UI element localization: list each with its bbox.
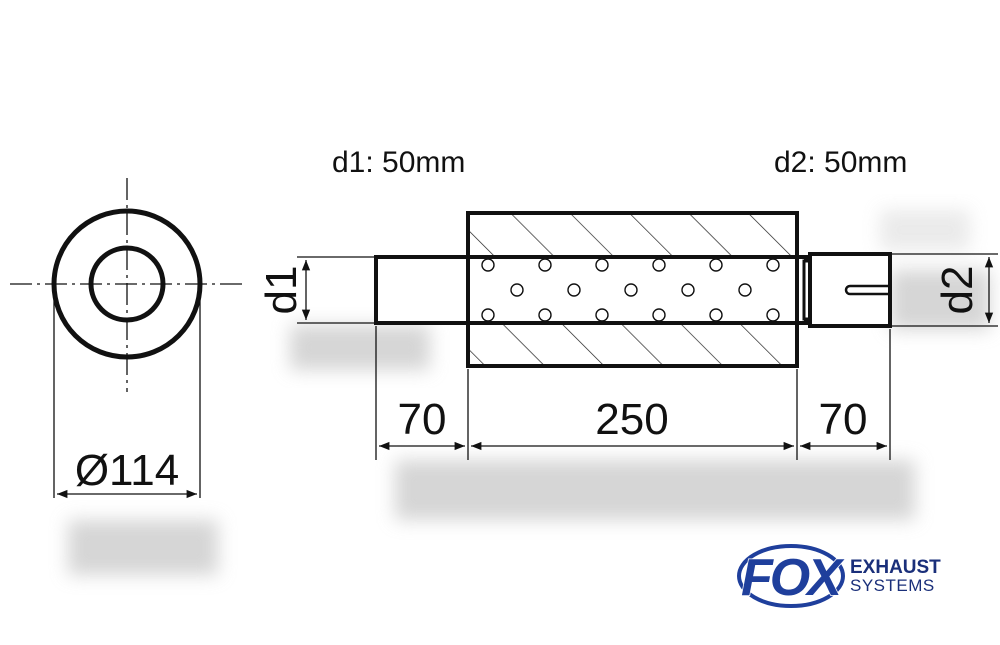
hole [538,258,552,272]
inlet-pipe [374,255,470,325]
hole [766,308,780,322]
hole [595,308,609,322]
hole [567,283,581,297]
hole [766,258,780,272]
drop-shadows [68,210,990,575]
logo-brand: FOX [741,549,845,607]
perforation-holes [481,258,780,322]
hole [624,283,638,297]
logo-systems: SYSTEMS [850,576,935,595]
hole [510,283,524,297]
hole [681,283,695,297]
fox-logo: FOX EXHAUST SYSTEMS [737,544,941,608]
outlet-length-label: 70 [819,395,868,444]
hole [652,258,666,272]
hole [652,308,666,322]
d2-side-label: d2 [933,266,982,315]
hole [709,308,723,322]
end-view: Ø114 [10,178,245,499]
outer-diameter-label: Ø114 [75,446,179,495]
outlet-slot [844,284,890,296]
logo-swoosh [737,544,845,608]
side-view: d1: 50mm d2: 50mm [257,146,998,460]
body-length-label: 250 [595,395,668,444]
logo-exhaust: EXHAUST [850,557,941,578]
hole [595,258,609,272]
hole [481,308,495,322]
d1-side-label: d1 [257,266,306,315]
inlet-length-label: 70 [398,395,447,444]
d2-header-label: d2: 50mm [774,146,907,179]
hole [538,308,552,322]
outlet-pipe [808,252,892,328]
hole [481,258,495,272]
hole [709,258,723,272]
d1-header-label: d1: 50mm [332,146,465,179]
hole [738,283,752,297]
